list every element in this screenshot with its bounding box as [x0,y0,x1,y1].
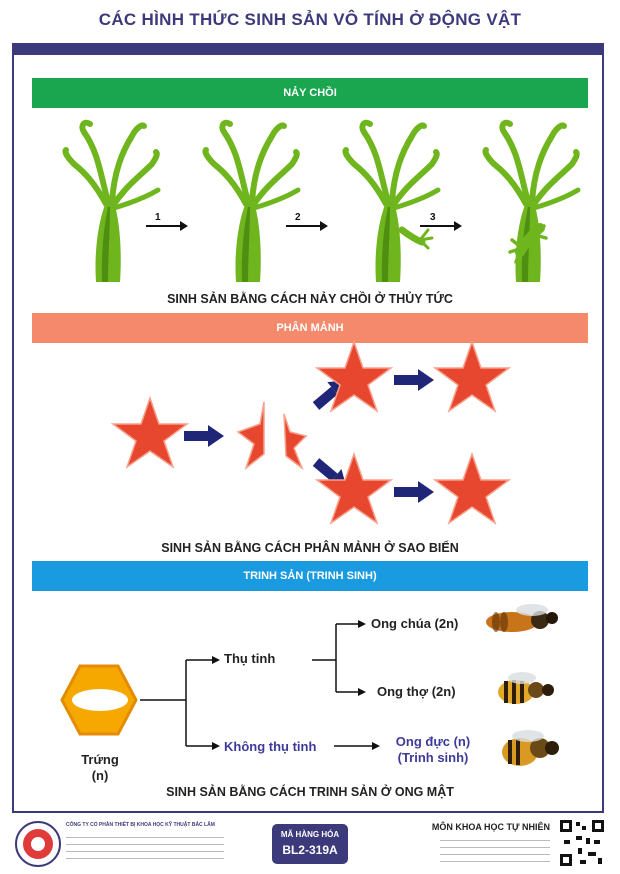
caption-fragmentation: SINH SẢN BẰNG CÁCH PHÂN MẢNH Ở SAO BIỂN [161,541,459,555]
egg-icon [72,689,128,711]
arrow-step-3 [419,220,463,232]
starfish-fragment-left [236,401,265,471]
product-code: BL2-319A [282,843,338,857]
product-code-box [272,824,348,864]
starfish-regenerating-bottom [316,453,392,524]
caption-parthenogenesis: SINH SẢN BẰNG CÁCH TRINH SẢN Ở ONG MẬT [166,785,454,799]
arrow-bottom-grow [394,481,434,503]
page-title: CÁC HÌNH THỨC SINH SẢN VÔ TÍNH Ở ĐỘNG VẬ… [98,10,522,29]
drone-note: (Trinh sinh) [397,750,469,765]
queen-bee-icon [486,604,558,632]
drone-bee-icon [502,730,559,766]
queen-label: Ong chúa (2n) [371,616,459,631]
caption-budding: SINH SẢN BẰNG CÁCH NẢY CHỒI Ở THỦY TỨC [167,292,453,306]
hydra-stage-1 [65,123,158,282]
product-code-label: MÃ HÀNG HÓA [280,830,340,839]
arrow-step-2 [285,220,329,232]
section-header-parthenogenesis: TRINH SẢN (TRINH SINH) [32,561,588,591]
worker-bee-icon [498,672,554,704]
step-number-2: 2 [295,212,301,223]
drone-label: Ong đực (n) [395,734,471,749]
hydra-stage-3 [345,123,438,282]
arrow-step-1 [145,220,189,232]
starfish-whole [112,397,188,468]
hydra-stage-2 [205,123,298,282]
section-header-fragmentation: PHÂN MẢNH [32,313,588,343]
arrow-top-grow [394,369,434,391]
arrow-to-split [184,425,224,447]
section-header-budding: NẢY CHỒI [32,78,588,108]
starfish-fragment-right [283,413,308,471]
unfertilized-label: Không thụ tinh [224,739,317,754]
step-number-1: 1 [155,212,161,223]
hydra-stage-4 [485,123,578,282]
egg-label: Trứng [81,752,119,767]
bee-parthenogenesis-diagram [60,604,559,766]
starfish-fragmentation-illustration [112,341,510,524]
egg-ploidy: (n) [91,768,109,783]
subject-label: MÔN KHOA HỌC TỰ NHIÊN [431,822,550,832]
footer-fine-print [440,836,550,866]
step-number-3: 3 [430,212,436,223]
fertilized-label: Thụ tinh [224,651,276,666]
worker-label: Ong thợ (2n) [377,684,456,699]
company-logo [15,821,61,867]
hydra-budding-illustration [32,112,588,292]
starfish-complete-top [434,341,510,412]
starfish-complete-bottom [434,453,510,524]
company-contact-lines [66,832,224,868]
company-name: CÔNG TY CỔ PHẦN THIẾT BỊ KHOA HỌC KỸ THU… [66,822,215,828]
qr-code[interactable] [558,818,606,868]
